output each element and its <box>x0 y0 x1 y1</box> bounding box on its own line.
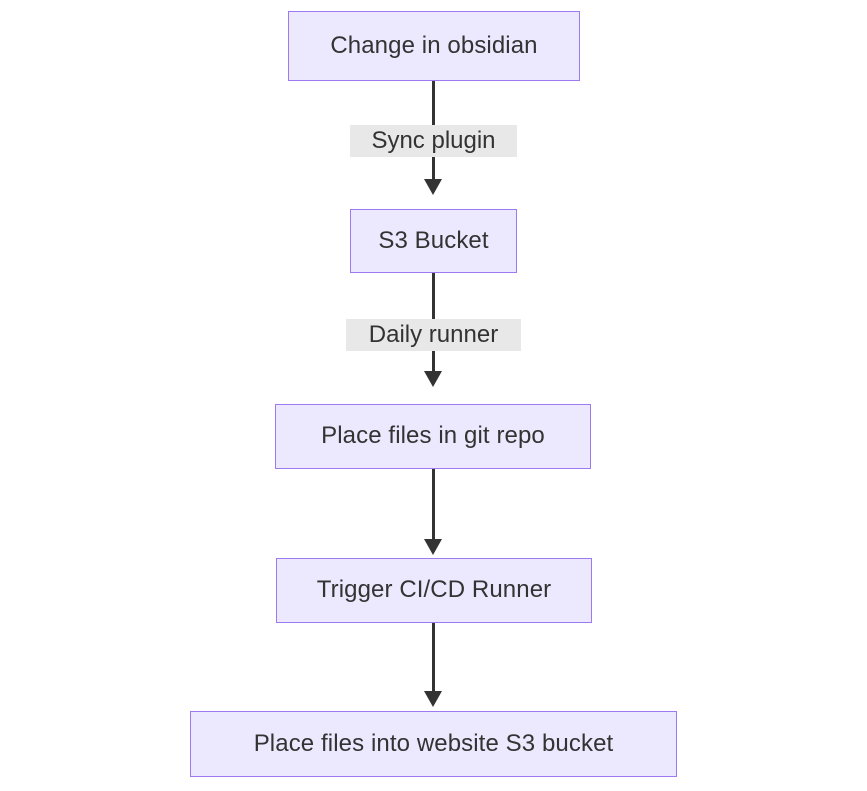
flow-node-label: S3 Bucket <box>378 226 489 254</box>
flow-node-label: Change in obsidian <box>330 31 538 59</box>
flow-node-place-files-into-website-s3-bucket[interactable]: Place files into website S3 bucket <box>190 711 677 777</box>
flow-node-s3-bucket[interactable]: S3 Bucket <box>350 209 517 273</box>
flow-node-label: Place files in git repo <box>321 422 545 450</box>
arrowhead-icon <box>424 539 442 555</box>
edge-line <box>432 623 435 693</box>
flow-node-place-files-in-git-repo[interactable]: Place files in git repo <box>275 404 591 469</box>
arrowhead-icon <box>424 691 442 707</box>
flow-node-label: Trigger CI/CD Runner <box>316 576 552 604</box>
flow-node-label: Place files into website S3 bucket <box>253 729 614 757</box>
flow-node-change-in-obsidian[interactable]: Change in obsidian <box>288 11 580 81</box>
arrowhead-icon <box>424 371 442 387</box>
edge-line <box>432 469 435 541</box>
flow-edge-label-sync-plugin: Sync plugin <box>350 125 517 157</box>
flow-edge-label-daily-runner: Daily runner <box>346 319 521 351</box>
arrowhead-icon <box>424 179 442 195</box>
flow-node-trigger-cicd-runner[interactable]: Trigger CI/CD Runner <box>276 558 592 623</box>
